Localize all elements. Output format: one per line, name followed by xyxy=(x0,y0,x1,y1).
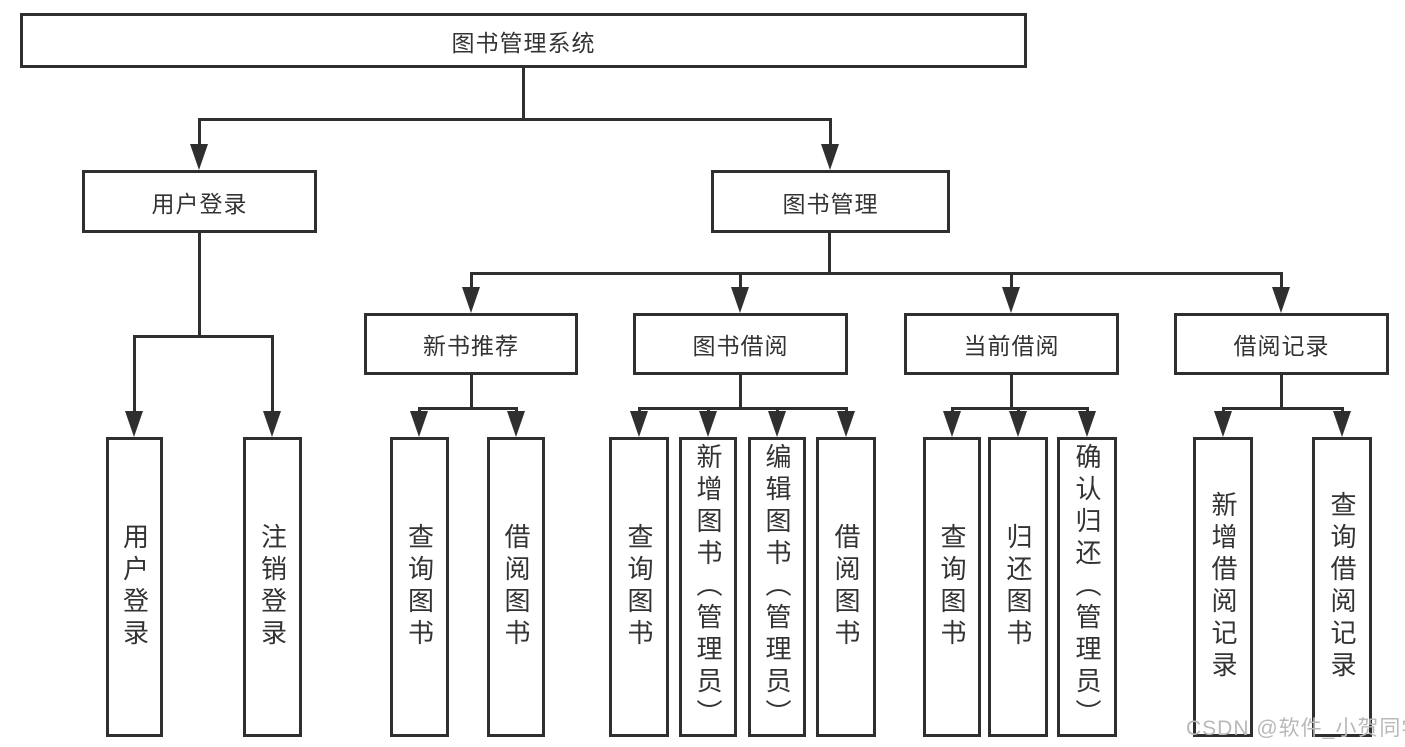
connector-borrow-records-splitter xyxy=(1222,407,1344,410)
arrowhead-query-books-recommend xyxy=(410,411,428,437)
arrowhead-current-borrow xyxy=(1002,287,1020,313)
arrowhead-user-login xyxy=(190,144,208,170)
connector-drop-query-borrow-record xyxy=(1341,407,1344,413)
connector-book-borrow-splitter xyxy=(638,407,848,410)
arrowhead-query-borrow-record xyxy=(1333,411,1351,437)
connector-root-splitter xyxy=(198,118,831,121)
arrowhead-leaf-logout xyxy=(263,411,281,437)
node-borrow-records: 借阅记录 xyxy=(1174,313,1389,375)
arrowhead-query-books-borrow xyxy=(630,411,648,437)
arrowhead-new-book xyxy=(462,287,480,313)
arrowhead-borrow-records xyxy=(1272,287,1290,313)
leaf-query-borrow-record: 查询借阅记录 xyxy=(1312,437,1372,737)
leaf-query-books-recommend: 查询图书 xyxy=(390,437,449,737)
arrowhead-add-book-admin xyxy=(699,411,717,437)
leaf-add-book-admin: 新增图书（管理员） xyxy=(679,437,737,737)
connector-current-borrow-stem xyxy=(1010,375,1013,407)
leaf-return-books: 归还图书 xyxy=(988,437,1048,737)
connector-drop-query-books-recommend xyxy=(418,407,421,413)
node-book-management: 图书管理 xyxy=(711,170,950,233)
csdn-watermark: CSDN @软件_小贺同学 xyxy=(1186,717,1405,740)
connector-drop-return-books xyxy=(1017,407,1020,413)
connector-drop-confirm-return xyxy=(1086,407,1089,413)
connector-drop-borrow-records xyxy=(1280,272,1283,289)
leaf-logout: 注销登录 xyxy=(243,437,302,737)
connector-user-login-stem xyxy=(198,233,201,335)
arrowhead-leaf-user-login xyxy=(125,411,143,437)
leaf-user-login: 用户登录 xyxy=(106,437,163,737)
node-new-book-recommend: 新书推荐 xyxy=(364,313,578,375)
leaf-borrow-books-borrow: 借阅图书 xyxy=(816,437,876,737)
connector-drop-borrow-books-recommend xyxy=(515,407,518,413)
connector-root-stem xyxy=(522,68,525,118)
connector-drop-leaf-user-login xyxy=(133,335,136,413)
connector-drop-query-books-borrow xyxy=(638,407,641,413)
connector-new-book-splitter xyxy=(418,407,518,410)
leaf-query-books-borrow: 查询图书 xyxy=(609,437,669,737)
arrowhead-confirm-return xyxy=(1078,411,1096,437)
connector-borrow-records-stem xyxy=(1280,375,1283,407)
leaf-add-borrow-record: 新增借阅记录 xyxy=(1193,437,1253,737)
connector-book-management-splitter xyxy=(470,272,1283,275)
connector-drop-current-borrow xyxy=(1010,272,1013,289)
node-current-borrow: 当前借阅 xyxy=(904,313,1119,375)
connector-book-management-stem xyxy=(828,233,831,272)
connector-drop-add-borrow-record xyxy=(1222,407,1225,413)
connector-drop-leaf-logout xyxy=(271,335,274,413)
arrowhead-return-books xyxy=(1009,411,1027,437)
arrowhead-borrow-books-borrow xyxy=(837,411,855,437)
connector-drop-edit-book-admin xyxy=(776,407,779,413)
arrowhead-add-borrow-record xyxy=(1214,411,1232,437)
connector-new-book-stem xyxy=(470,375,473,407)
node-library-system: 图书管理系统 xyxy=(20,13,1027,68)
arrowhead-borrow-books-recommend xyxy=(507,411,525,437)
arrowhead-query-books-current xyxy=(943,411,961,437)
connector-drop-new-book xyxy=(470,272,473,289)
node-book-borrow: 图书借阅 xyxy=(633,313,848,375)
connector-drop-query-books-current xyxy=(951,407,954,413)
leaf-edit-book-admin: 编辑图书（管理员） xyxy=(748,437,806,737)
leaf-confirm-return-admin: 确认归还（管理员） xyxy=(1057,437,1117,737)
leaf-borrow-books-recommend: 借阅图书 xyxy=(487,437,545,737)
leaf-query-books-current: 查询图书 xyxy=(923,437,981,737)
node-user-login: 用户登录 xyxy=(82,170,317,233)
arrowhead-book-management xyxy=(821,144,839,170)
connector-drop-book-borrow xyxy=(739,272,742,289)
arrowhead-edit-book-admin xyxy=(768,411,786,437)
connector-drop-user-login xyxy=(198,118,201,146)
connector-current-borrow-splitter xyxy=(951,407,1089,410)
connector-user-login-splitter xyxy=(133,335,274,338)
connector-book-borrow-stem xyxy=(739,375,742,407)
connector-drop-add-book-admin xyxy=(707,407,710,413)
arrowhead-book-borrow xyxy=(731,287,749,313)
connector-drop-borrow-books-borrow xyxy=(845,407,848,413)
connector-drop-book-management xyxy=(829,118,832,146)
